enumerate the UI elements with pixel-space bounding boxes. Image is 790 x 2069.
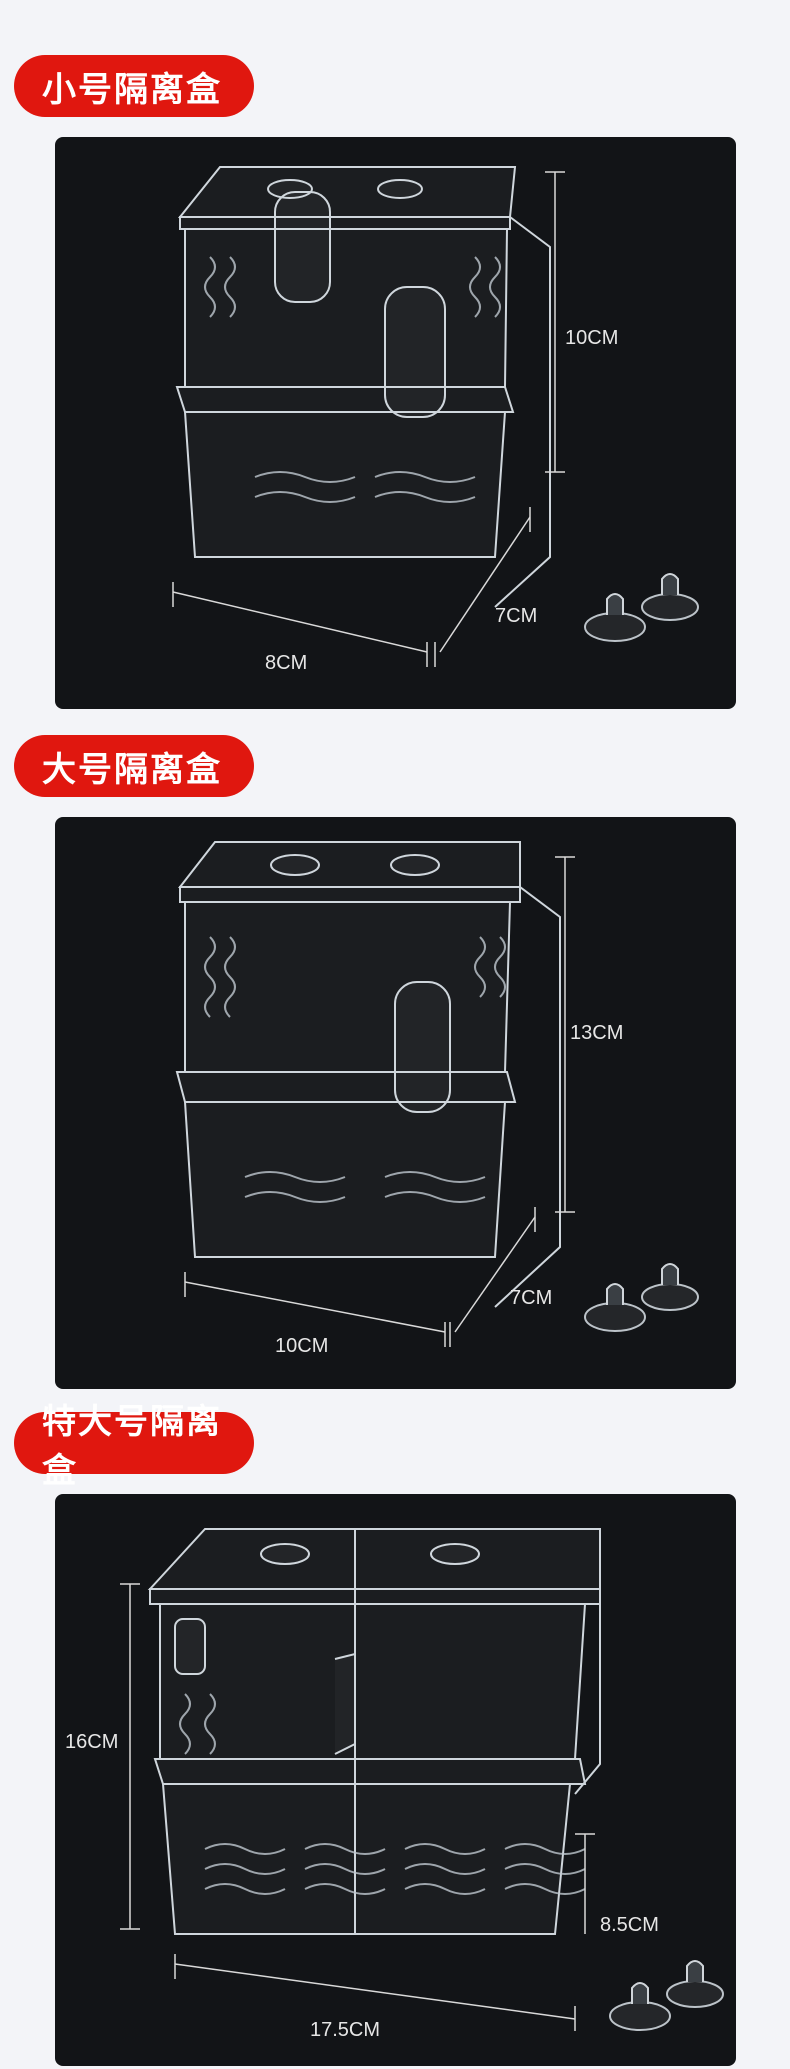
width-label: 8CM	[265, 652, 308, 674]
width-label: 17.5CM	[310, 2019, 381, 2041]
width-label: 10CM	[275, 1335, 329, 1357]
suction-cup-icon	[584, 1263, 699, 1332]
height-label: 16CM	[65, 1731, 119, 1753]
section-title-xlarge: 特大号隔离盒	[14, 1402, 254, 1491]
isolation-box-photo	[175, 841, 699, 1347]
isolation-box-photo	[120, 1528, 724, 2031]
section-title-small: 小号隔离盒	[14, 55, 254, 117]
depth-label: 8.5CM	[600, 1914, 659, 1936]
product-panel-large: 13CM 7CM 10CM	[55, 817, 736, 1389]
suction-cup-icon	[609, 1960, 724, 2031]
isolation-box-photo	[172, 166, 699, 667]
suction-cup-icon	[584, 573, 699, 642]
product-panel-small: 10CM 7CM 8CM	[55, 137, 736, 709]
section-title-large: 大号隔离盒	[14, 735, 254, 797]
height-label: 13CM	[570, 1022, 624, 1044]
depth-label: 7CM	[495, 605, 538, 627]
product-panel-xlarge: 16CM 8.5CM 17.5CM	[55, 1494, 736, 2066]
height-label: 10CM	[565, 327, 619, 349]
depth-label: 7CM	[510, 1287, 553, 1309]
